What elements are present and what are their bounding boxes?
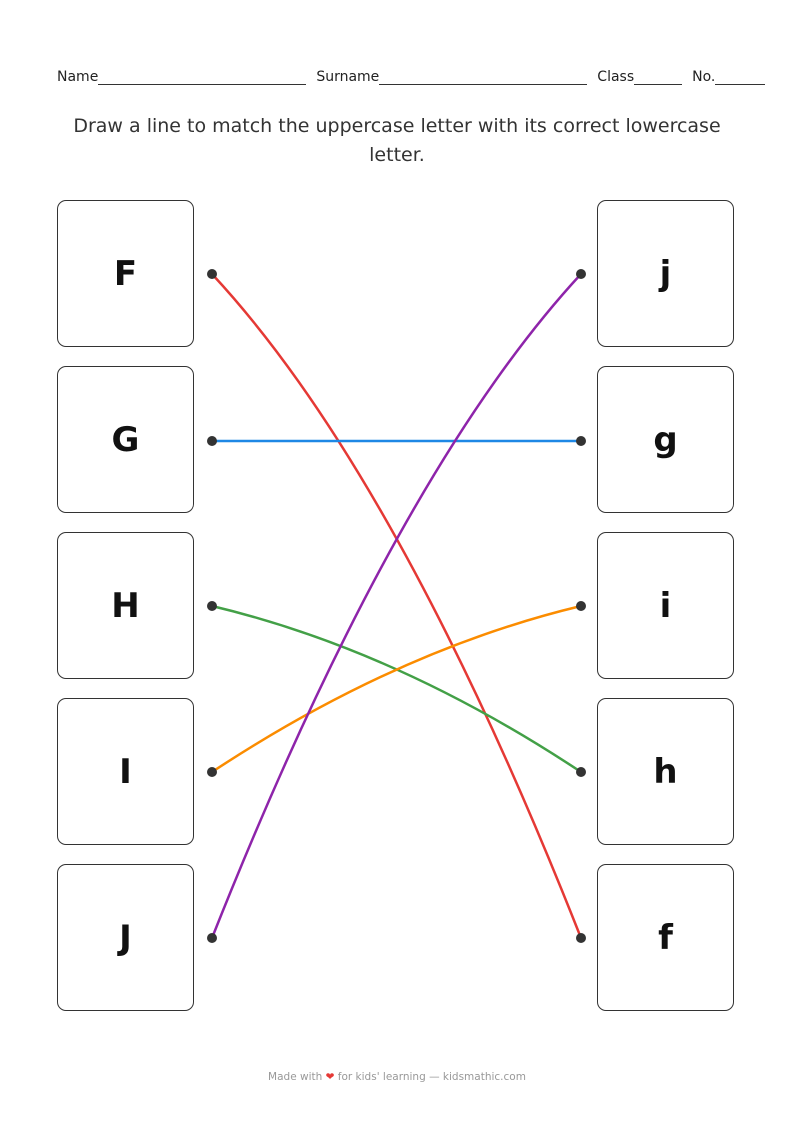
lowercase-card: j xyxy=(597,200,734,347)
instruction: Draw a line to match the uppercase lette… xyxy=(73,115,721,166)
class-field[interactable] xyxy=(634,70,683,85)
surname-label: Surname xyxy=(316,69,380,85)
left-dot[interactable] xyxy=(207,933,217,943)
right-dot[interactable] xyxy=(576,269,586,279)
match-line-j xyxy=(210,273,582,939)
heart-icon: ❤ xyxy=(325,1071,335,1083)
lowercase-card: g xyxy=(597,366,734,513)
right-dot[interactable] xyxy=(576,601,586,611)
left-dot[interactable] xyxy=(207,767,217,777)
uppercase-card: I xyxy=(57,698,194,845)
right-dot[interactable] xyxy=(576,436,586,446)
name-field[interactable] xyxy=(98,70,307,85)
uppercase-card: G xyxy=(57,366,194,513)
lowercase-card: i xyxy=(597,532,734,679)
name-label: Name xyxy=(57,69,99,85)
surname-field[interactable] xyxy=(379,70,588,85)
uppercase-card: H xyxy=(57,532,194,679)
lowercase-card: f xyxy=(597,864,734,1011)
uppercase-card: J xyxy=(57,864,194,1011)
right-dot[interactable] xyxy=(576,933,586,943)
left-dot[interactable] xyxy=(207,436,217,446)
footer: Made with ❤ for kids' learning — kidsmat… xyxy=(0,1071,794,1083)
match-line-h xyxy=(211,604,582,774)
student-info-header: Name Surname Class No. xyxy=(57,69,773,85)
match-line-f xyxy=(211,273,583,939)
no-label: No. xyxy=(692,69,716,85)
footer-prefix: Made with xyxy=(268,1071,323,1083)
class-label: Class xyxy=(597,69,635,85)
match-line-i xyxy=(211,604,582,774)
left-dot[interactable] xyxy=(207,601,217,611)
right-dot[interactable] xyxy=(576,767,586,777)
footer-suffix: for kids' learning — kidsmathic.com xyxy=(337,1071,526,1083)
left-dot[interactable] xyxy=(207,269,217,279)
uppercase-card: F xyxy=(57,200,194,347)
no-field[interactable] xyxy=(715,70,766,85)
lowercase-card: h xyxy=(597,698,734,845)
